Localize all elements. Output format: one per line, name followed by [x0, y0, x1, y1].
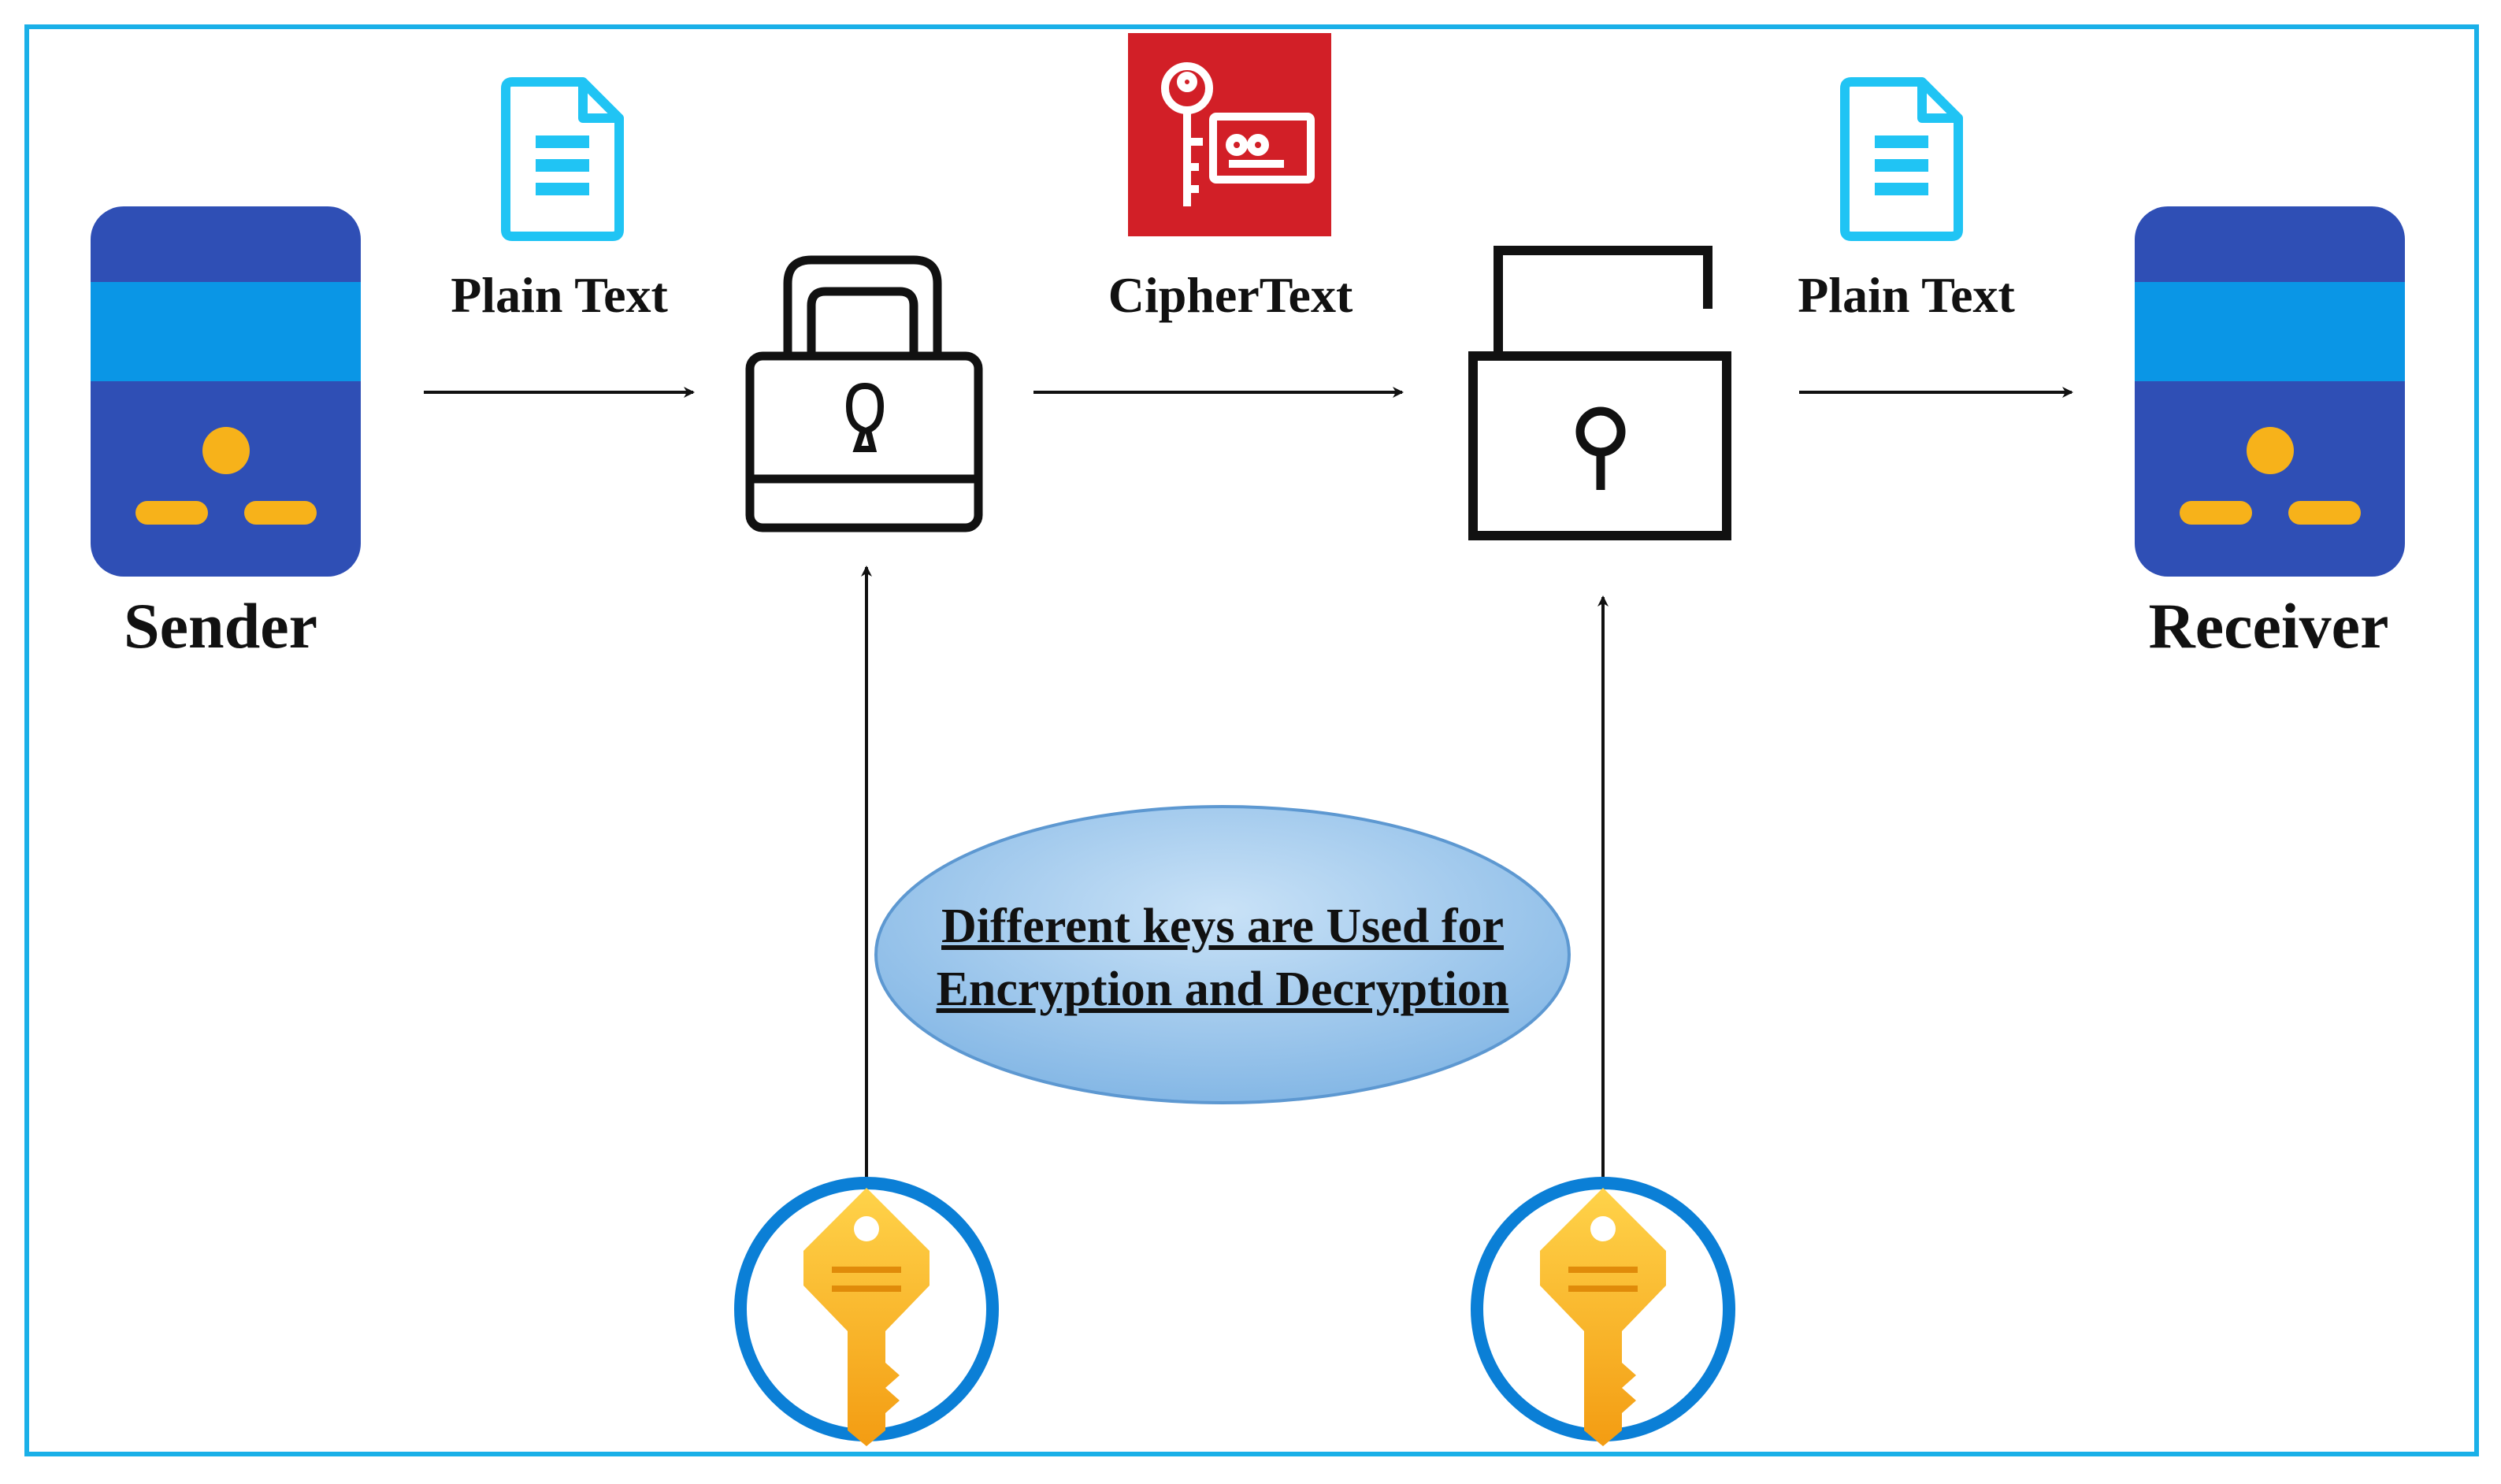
cipher-text-label: CipherText: [1108, 267, 1353, 323]
sender-server-icon: [91, 206, 361, 577]
document-icon-right: [1840, 77, 1963, 241]
note-line-2: Encryption and Decryption: [936, 963, 1509, 1016]
key-icon-right: [1471, 1177, 1735, 1446]
plain-text-label-left: Plain Text: [451, 267, 668, 323]
padlock-unlocked-icon: [1468, 246, 1731, 540]
plain-text-label-right: Plain Text: [1798, 267, 2015, 323]
sender-label: Sender: [124, 590, 317, 662]
receiver-label: Receiver: [2148, 590, 2389, 662]
note-line-1: Different keys are Used for: [941, 900, 1504, 953]
note-ellipse: [874, 805, 1571, 1104]
key-icon-left: [734, 1177, 999, 1446]
receiver-server-icon: [2135, 206, 2405, 577]
document-icon-left: [501, 77, 624, 241]
padlock-locked-icon: [745, 255, 983, 532]
key-certificate-icon: [1128, 33, 1331, 236]
frame-border: [24, 24, 2479, 1456]
